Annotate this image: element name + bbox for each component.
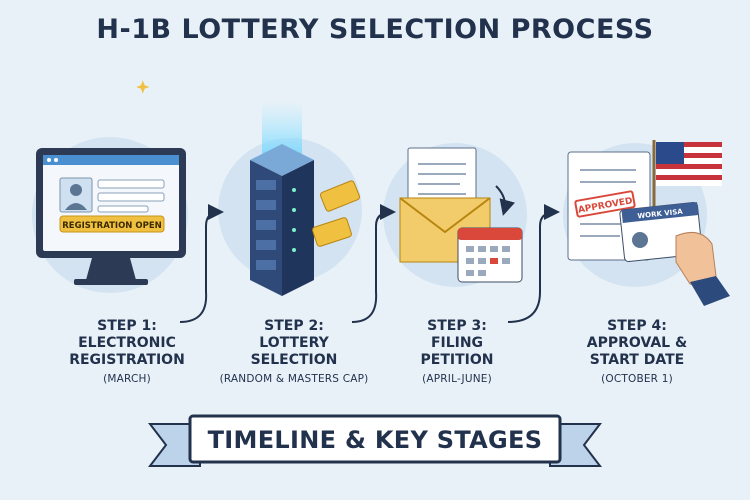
step2-title-line2: SELECTION (250, 352, 338, 368)
ribbon-banner (147, 414, 603, 467)
arrow-step1-to-step2 (179, 204, 224, 323)
step4-timing: (OCTOBER 1) (601, 373, 673, 385)
step4-number: STEP 4: (607, 318, 667, 334)
step4-label: STEP 4: APPROVAL & START DATE (OCTOBER 1… (552, 318, 722, 388)
step3-timing: (APRIL-JUNE) (422, 373, 492, 385)
golden-ticket-icon (312, 180, 361, 247)
step4-title-line1: APPROVAL & (586, 335, 688, 351)
arrow-step3-to-step4 (507, 204, 560, 323)
arrow-step2-to-step3 (351, 204, 396, 323)
step1-label: STEP 1: ELECTRONIC REGISTRATION (MARCH) (42, 318, 212, 388)
registration-open-badge: REGISTRATION OPEN (62, 221, 162, 231)
calendar-icon (457, 227, 523, 283)
step2-label: STEP 2: LOTTERY SELECTION (RANDOM & MAST… (209, 318, 379, 388)
page-title: H-1B LOTTERY SELECTION PROCESS (96, 14, 654, 45)
step1-title-line1: ELECTRONIC (78, 335, 176, 351)
step1-title-line2: REGISTRATION (69, 352, 185, 368)
lottery-server-icon (136, 80, 361, 296)
step2-timing: (RANDOM & MASTERS CAP) (219, 373, 369, 385)
hand-icon (675, 231, 730, 306)
step3-label: STEP 3: FILING PETITION (APRIL-JUNE) (372, 318, 542, 388)
step1-timing: (MARCH) (103, 373, 151, 385)
step3-title-line1: FILING (430, 335, 484, 351)
step1-number: STEP 1: (97, 318, 157, 334)
step3-title-line2: PETITION (420, 352, 494, 368)
step2-title-line1: LOTTERY (259, 335, 329, 351)
computer-monitor-icon (36, 148, 186, 285)
timeline-banner-text: TIMELINE & KEY STAGES (207, 426, 543, 454)
sparkle-icon (136, 80, 150, 94)
step3-number: STEP 3: (427, 318, 487, 334)
step2-number: STEP 2: (264, 318, 324, 334)
step4-title-line2: START DATE (589, 352, 685, 368)
us-flag-icon (652, 140, 722, 238)
